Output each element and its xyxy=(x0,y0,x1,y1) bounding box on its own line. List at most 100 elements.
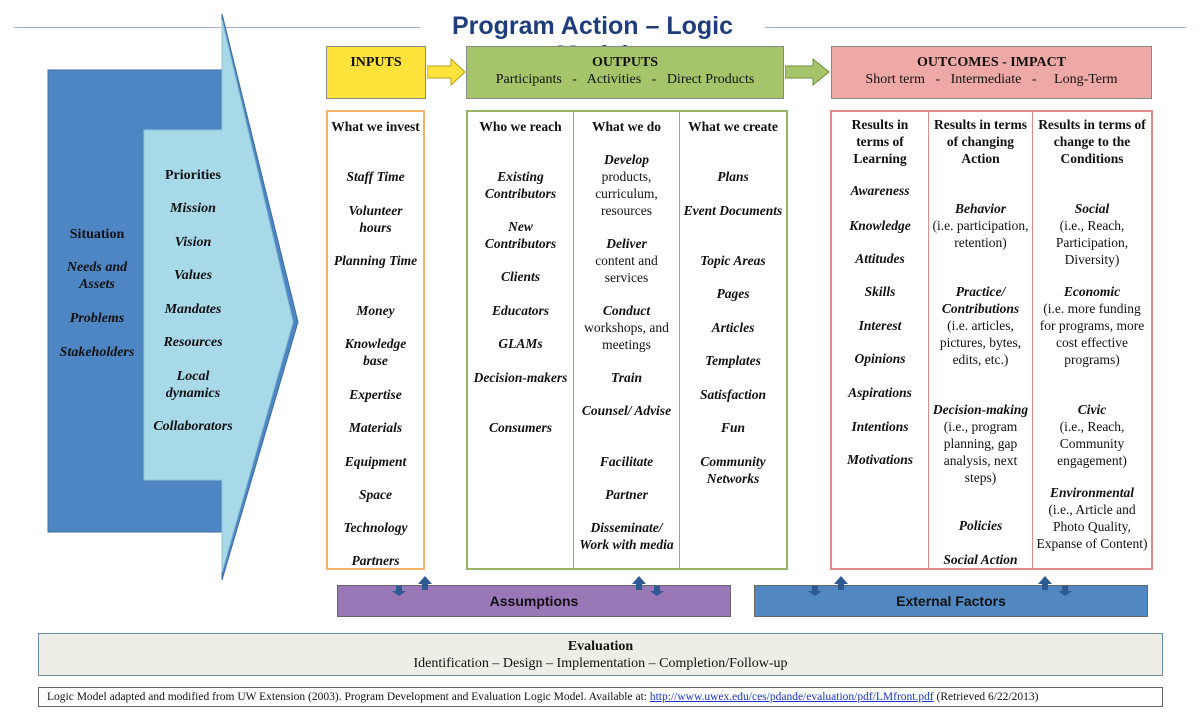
outputs-header: OUTPUTS Participants - Activities - Dire… xyxy=(466,46,784,99)
reach-item: Educators xyxy=(491,303,549,318)
citation-retrieved: (Retrieved 6/22/2013) xyxy=(936,691,1039,703)
outputs-to-outcomes-arrow xyxy=(785,58,830,86)
input-item: Staff Time xyxy=(346,169,405,184)
outcomes-sub-short: Short term xyxy=(865,72,925,87)
inputs-header: INPUTS xyxy=(326,46,426,99)
reach-item: New Contributors xyxy=(484,219,557,251)
action-item: Decision-making(i.e., program planning, … xyxy=(932,402,1029,485)
learning-item: Intentions xyxy=(851,419,909,434)
create-item: Community Networks xyxy=(700,454,766,486)
problems-label: Problems xyxy=(69,311,125,326)
action-heading: Results in terms of changing Action xyxy=(934,117,1027,166)
create-heading: What we create xyxy=(688,119,778,134)
citation-text: Logic Model adapted and modified from UW… xyxy=(47,691,647,703)
learning-item: Motivations xyxy=(846,452,913,467)
create-item: Event Documents xyxy=(683,203,783,218)
learning-item: Skills xyxy=(864,284,896,299)
priority-vision: Vision xyxy=(174,235,212,250)
create-item: Pages xyxy=(716,286,750,301)
assumptions-inputs-arrows-icon xyxy=(392,576,432,596)
priority-mission: Mission xyxy=(170,201,216,216)
priority-mandates: Mandates xyxy=(164,302,222,317)
assumptions-outputs-arrows-icon xyxy=(632,576,664,596)
action-item: Behavior(i.e. participation, retention) xyxy=(932,201,1029,250)
action-item: Social Action xyxy=(943,552,1018,567)
input-item: Volunteer hours xyxy=(348,203,403,235)
inputs-column: What we invest Staff Time Volunteer hour… xyxy=(326,110,425,570)
create-item: Articles xyxy=(711,320,755,335)
reach-item: Clients xyxy=(500,269,540,284)
conditions-item: Civic(i.e., Reach, Community engagement) xyxy=(1057,402,1127,468)
outcomes-header-title: OUTCOMES - IMPACT xyxy=(916,55,1067,70)
outcomes-header: OUTCOMES - IMPACT Short term - Intermedi… xyxy=(831,46,1152,99)
learning-item: Interest xyxy=(858,318,902,333)
outputs-sub-sep2: - xyxy=(651,72,657,87)
learning-item: Awareness xyxy=(850,183,910,198)
outcomes-sub-long: Long-Term xyxy=(1054,72,1118,87)
learning-column: Results in terms of Learning Awareness K… xyxy=(832,112,928,568)
create-column: What we create Plans Event Documents Top… xyxy=(680,112,786,568)
input-item: Planning Time xyxy=(333,253,418,268)
reach-item: GLAMs xyxy=(498,336,543,351)
situation-label: Situation xyxy=(69,227,125,242)
outputs-sub-participants: Participants xyxy=(495,72,562,87)
external-factors-bar: External Factors xyxy=(754,585,1148,617)
inputs-to-outputs-arrow xyxy=(427,58,466,86)
input-item: Money xyxy=(356,303,395,318)
do-item: Train xyxy=(610,370,642,385)
create-item: Topic Areas xyxy=(700,253,766,268)
learning-item: Knowledge xyxy=(849,218,911,233)
do-item: Partner xyxy=(605,487,648,502)
priority-values: Values xyxy=(173,268,213,283)
priorities-label: Priorities xyxy=(165,168,221,183)
conditions-column: Results in terms of change to the Condit… xyxy=(1033,112,1151,568)
learning-item: Attitudes xyxy=(855,251,905,266)
outputs-sub-direct-products: Direct Products xyxy=(666,72,755,87)
reach-item: Consumers xyxy=(488,420,553,435)
input-item: Expertise xyxy=(349,387,402,402)
input-item: Partners xyxy=(351,553,400,568)
outputs-divider xyxy=(679,112,680,568)
stakeholders-label: Stakeholders xyxy=(59,345,135,360)
outcomes-sub-sep2: - xyxy=(1031,72,1037,87)
outcomes-divider xyxy=(1032,112,1033,568)
action-column: Results in terms of changing Action Beha… xyxy=(929,112,1032,568)
input-item: Knowledge base xyxy=(344,336,407,368)
citation-link[interactable]: http://www.uwex.edu/ces/pdande/evaluatio… xyxy=(649,691,934,703)
outcomes-columns: Results in terms of Learning Awareness K… xyxy=(830,110,1153,570)
do-item: Facilitate xyxy=(599,454,654,469)
do-item: Disseminate/ Work with media xyxy=(579,520,674,552)
evaluation-title: Evaluation xyxy=(567,639,634,654)
external-conditions-arrows-icon xyxy=(1038,576,1072,596)
learning-heading: Results in terms of Learning xyxy=(851,117,909,166)
action-item: Policies xyxy=(958,518,1003,533)
input-item: Materials xyxy=(348,420,403,435)
create-item: Fun xyxy=(720,420,746,435)
outputs-columns: Who we reach Existing Contributors New C… xyxy=(466,110,788,570)
action-item: Practice/ Contributions(i.e. articles, p… xyxy=(939,284,1022,367)
do-heading: What we do xyxy=(591,119,661,134)
conditions-item: Social(i.e., Reach, Participation, Diver… xyxy=(1055,201,1129,267)
reach-item: Existing Contributors xyxy=(484,169,557,201)
outcomes-sub-intermediate: Intermediate xyxy=(950,72,1022,87)
input-item: Equipment xyxy=(344,454,407,469)
learning-item: Opinions xyxy=(854,351,906,366)
citation-footer: Logic Model adapted and modified from UW… xyxy=(38,687,1163,707)
do-item: Counsel/ Advise xyxy=(581,403,672,418)
learning-item: Aspirations xyxy=(848,385,912,400)
outcomes-sub-sep1: - xyxy=(935,72,941,87)
needs-assets-label: Needs and Assets xyxy=(66,260,128,292)
conditions-item: Economic(i.e. more funding for programs,… xyxy=(1039,284,1145,367)
reach-column: Who we reach Existing Contributors New C… xyxy=(468,112,573,568)
evaluation-box: Evaluation Identification – Design – Imp… xyxy=(38,633,1163,676)
reach-heading: Who we reach xyxy=(479,119,562,134)
conditions-item: Environmental(i.e., Article and Photo Qu… xyxy=(1036,485,1148,551)
conditions-heading: Results in terms of change to the Condit… xyxy=(1038,117,1146,166)
priority-resources: Resources xyxy=(163,335,223,350)
situation-priorities-arrow xyxy=(47,13,299,581)
inputs-heading: What we invest xyxy=(331,119,420,134)
external-outcomes-arrows-icon xyxy=(808,576,848,596)
